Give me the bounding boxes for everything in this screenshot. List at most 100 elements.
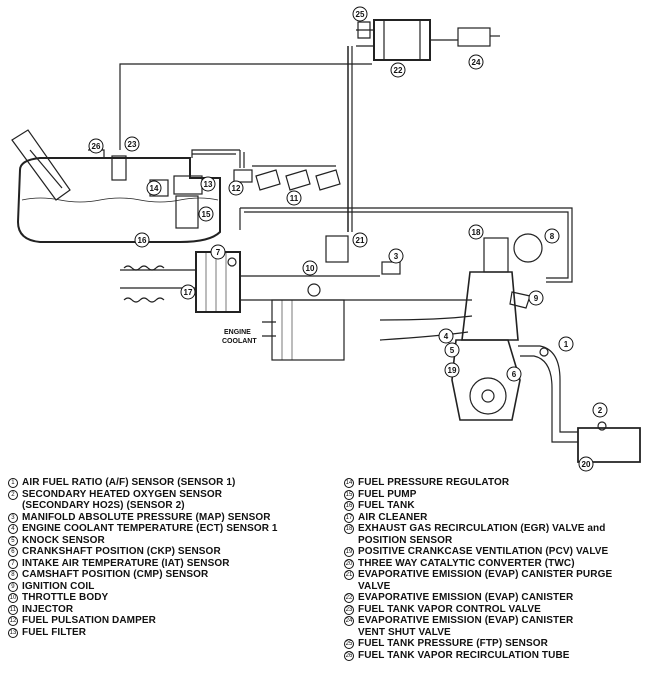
coolant-lines [262,321,276,337]
legend-number: 2 [8,489,18,500]
callout-25: 25 [352,6,368,22]
svg-text:1: 1 [564,340,569,349]
vacuum-loop [239,207,573,283]
legend-text: EXHAUST GAS RECIRCULATION (EGR) VALVE an… [358,523,606,546]
callout-13: 13 [200,176,216,192]
legend-text: SECONDARY HEATED OXYGEN SENSOR (SECONDAR… [22,488,223,512]
legend-text: EVAPORATIVE EMISSION (EVAP) CANISTER PUR… [358,569,613,592]
callout-15: 15 [198,206,214,222]
legend-text: ENGINE COOLANT TEMPERATURE (ECT) SENSOR … [22,523,278,534]
intake-manifold-runners [379,299,473,341]
map-sensor [381,261,401,275]
intake-plenum [271,299,345,361]
legend-item-4: 4 ENGINE COOLANT TEMPERATURE (ECT) SENSOR… [8,523,328,535]
legend-text: AIR CLEANER [358,511,428,523]
svg-text:2: 2 [598,406,603,415]
callout-4: 4 [438,328,454,344]
callout-21: 21 [352,232,368,248]
legend-number: 23 [344,604,354,615]
intake-pipe [240,275,380,301]
callout-26: 26 [88,138,104,154]
svg-text:4: 4 [444,332,449,341]
legend-number: 9 [8,581,18,592]
legend-item-9: 9 IGNITION COIL [8,581,328,593]
legend-number: 21 [344,570,354,580]
fuel-pump [175,195,199,229]
legend-item-24: 24 EVAPORATIVE EMISSION (EVAP) CANISTER V… [344,615,644,638]
filler-neck [11,129,71,201]
callout-3: 3 [388,248,404,264]
legend-text: CRANKSHAFT POSITION (CKP) SENSOR [22,546,221,557]
svg-text:14: 14 [150,184,159,193]
svg-text:10: 10 [306,264,315,273]
legend-text: EVAPORATIVE EMISSION (EVAP) CANISTER VEN… [358,615,574,638]
injectors [252,165,341,191]
svg-text:22: 22 [394,66,403,75]
legend-number: 26 [344,650,354,661]
legend-number: 14 [344,478,354,488]
legend-number: 4 [8,524,18,534]
engine-coolant-label: ENGINE COOLANT [222,329,257,345]
legend-item-21: 21 EVAPORATIVE EMISSION (EVAP) CANISTER P… [344,569,644,592]
callout-23: 23 [124,136,140,152]
svg-text:11: 11 [290,194,299,203]
callout-19: 19 [444,362,460,378]
fuel-supply-line [191,149,240,158]
callout-18: 18 [468,224,484,240]
legend-number: 24 [344,616,354,626]
legend-text: MANIFOLD ABSOLUTE PRESSURE (MAP) SENSOR [22,511,271,523]
legend-number: 13 [8,627,18,638]
legend-number: 5 [8,535,18,546]
legend-number: 22 [344,593,354,603]
svg-text:13: 13 [204,180,213,189]
secondary-ho2s [597,421,607,431]
svg-text:17: 17 [184,288,193,297]
legend-text: AIR FUEL RATIO (A/F) SENSOR (SENSOR 1) [22,477,236,488]
evap-canister-body [373,19,431,61]
svg-text:5: 5 [450,346,455,355]
vapor-line-top [119,63,372,150]
ftp-sensor [357,21,371,39]
svg-text:19: 19 [448,366,457,375]
legend-item-13: 13 FUEL FILTER [8,627,328,639]
callout-12: 12 [228,180,244,196]
svg-text:12: 12 [232,184,241,193]
svg-text:6: 6 [512,370,517,379]
callout-20: 20 [578,456,594,472]
legend-number: 19 [344,547,354,557]
svg-text:9: 9 [534,294,539,303]
legend-text: FUEL PUMP [358,488,417,500]
legend-text: FUEL TANK PRESSURE (FTP) SENSOR [358,638,548,649]
iat-sensor [227,257,237,267]
ignition-coil [509,291,531,309]
svg-text:21: 21 [356,236,365,245]
svg-text:26: 26 [92,142,101,151]
callout-10: 10 [302,260,318,276]
legend-text: EVAPORATIVE EMISSION (EVAP) CANISTER [358,592,574,603]
legend-text: FUEL PRESSURE REGULATOR [358,477,510,488]
legend-text: FUEL TANK VAPOR CONTROL VALVE [358,603,541,615]
throttle-body [307,283,321,297]
legend-text: FUEL FILTER [22,626,87,638]
crank-pulley [469,377,507,415]
callout-16: 16 [134,232,150,248]
callout-1: 1 [558,336,574,352]
evap-vent-shut-valve [457,27,491,47]
svg-text:23: 23 [128,140,137,149]
callout-8: 8 [544,228,560,244]
legend-text: THROTTLE BODY [22,592,109,603]
svg-text:15: 15 [202,210,211,219]
legend-text: IGNITION COIL [22,580,95,592]
